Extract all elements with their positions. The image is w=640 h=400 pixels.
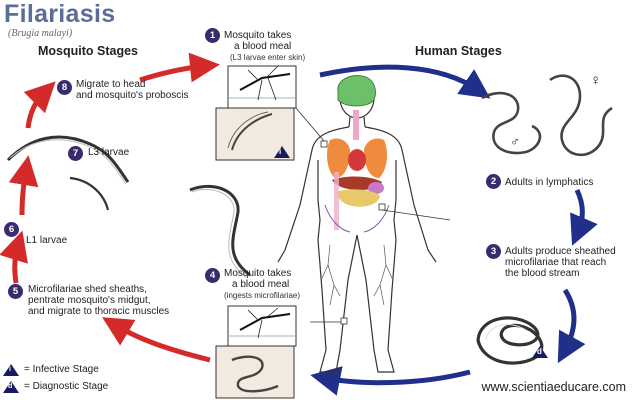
arrow-d-to-4 bbox=[310, 366, 471, 396]
arrow-7-to-8 bbox=[23, 81, 56, 129]
microfilaria-blood-image bbox=[476, 316, 544, 365]
step-2-badge: 2 bbox=[486, 174, 501, 189]
arrow-2-to-3 bbox=[570, 188, 598, 246]
step-3-badge: 3 bbox=[486, 244, 501, 259]
arrow-6-to-7 bbox=[8, 155, 39, 216]
step-8-badge: 8 bbox=[57, 80, 72, 95]
diagram-subtitle: (Brugia malayi) bbox=[8, 28, 73, 39]
l3-larva-worm bbox=[6, 135, 130, 183]
l1-larva-worm bbox=[189, 184, 251, 277]
diagnostic-badge-letter: d bbox=[537, 347, 542, 356]
mosquito-stages-heading: Mosquito Stages bbox=[38, 44, 139, 58]
legend-diagnostic-triangle bbox=[3, 381, 19, 393]
female-symbol: ♀ bbox=[590, 72, 602, 89]
diagnostic-stage-badge-on-image bbox=[532, 346, 548, 358]
step-3-line-3: the blood stream bbox=[505, 268, 580, 279]
step-4-subnote: (ingests microfilariae) bbox=[224, 291, 301, 300]
arrow-1-to-2 bbox=[319, 64, 491, 99]
step-1-line-2: a blood meal bbox=[234, 41, 292, 52]
human-organs bbox=[324, 75, 390, 233]
diagram-title: Filariasis bbox=[4, 0, 116, 28]
step-3-text: Adults produce sheathed microfilariae th… bbox=[505, 246, 616, 279]
step-7-text: L3 larvae bbox=[88, 147, 130, 158]
mosquito-bite-image-4 bbox=[227, 305, 297, 347]
step-4-line-1: Mosquito takes bbox=[224, 268, 292, 279]
legend-diagnostic-letter: d bbox=[8, 383, 13, 390]
step-1-subnote: (L3 larvae enter skin) bbox=[230, 53, 306, 62]
step-4-text: Mosquito takes a blood meal (ingests mic… bbox=[224, 268, 300, 301]
mosquito-bite-image-1 bbox=[227, 65, 297, 109]
adult-worms-image bbox=[481, 74, 613, 157]
step-7-badge: 7 bbox=[68, 146, 83, 161]
website-link[interactable]: www.scientiaeducare.com bbox=[481, 380, 626, 394]
human-body-figure bbox=[277, 77, 437, 373]
step-5-line-1: Microfilariae shed sheaths, bbox=[28, 284, 147, 295]
step-8-line-1: Migrate to head bbox=[76, 79, 146, 90]
arrow-5-to-6 bbox=[0, 230, 28, 284]
male-symbol: ♂ bbox=[510, 134, 520, 149]
step-8-text: Migrate to head and mosquito's proboscis bbox=[76, 79, 189, 101]
arrow-4-to-5 bbox=[102, 317, 211, 363]
arrow-3-to-d bbox=[557, 288, 586, 364]
step-1-badge: 1 bbox=[205, 28, 220, 43]
step-4-badge: 4 bbox=[205, 268, 220, 283]
step-1-line-1: Mosquito takes bbox=[224, 30, 292, 41]
step-5-line-2: pentrate mosquito's midgut, bbox=[28, 295, 151, 306]
step-6-badge: 6 bbox=[4, 222, 19, 237]
step-8-line-2: and mosquito's proboscis bbox=[76, 90, 189, 101]
infective-badge-letter: i bbox=[279, 147, 282, 156]
microfilaria-in-mosquito-image bbox=[215, 345, 295, 399]
l1-small-worm bbox=[69, 176, 110, 211]
step-1-text: Mosquito takes a blood meal (L3 larvae e… bbox=[224, 30, 305, 63]
step-3-line-1: Adults produce sheathed bbox=[505, 246, 616, 257]
step-5-text: Microfilariae shed sheaths, pentrate mos… bbox=[28, 284, 169, 317]
step-2-text: Adults in lymphatics bbox=[505, 177, 594, 188]
step-4-line-2: a blood meal bbox=[232, 279, 290, 290]
legend-infective-letter: i bbox=[9, 366, 11, 373]
step-5-line-3: and migrate to thoracic muscles bbox=[28, 306, 170, 317]
lymphatic-vessels bbox=[321, 244, 393, 306]
step-5-badge: 5 bbox=[8, 284, 23, 299]
arrow-8-to-1 bbox=[139, 52, 220, 83]
step-6-text: L1 larvae bbox=[26, 235, 68, 246]
legend-diagnostic-label: = Diagnostic Stage bbox=[24, 381, 109, 392]
legend-infective-label: = Infective Stage bbox=[24, 364, 99, 375]
human-stages-heading: Human Stages bbox=[415, 44, 502, 58]
infective-stage-badge-on-image bbox=[274, 146, 290, 158]
step-3-line-2: microfilariae that reach bbox=[505, 257, 607, 268]
legend-infective-triangle bbox=[3, 364, 19, 376]
